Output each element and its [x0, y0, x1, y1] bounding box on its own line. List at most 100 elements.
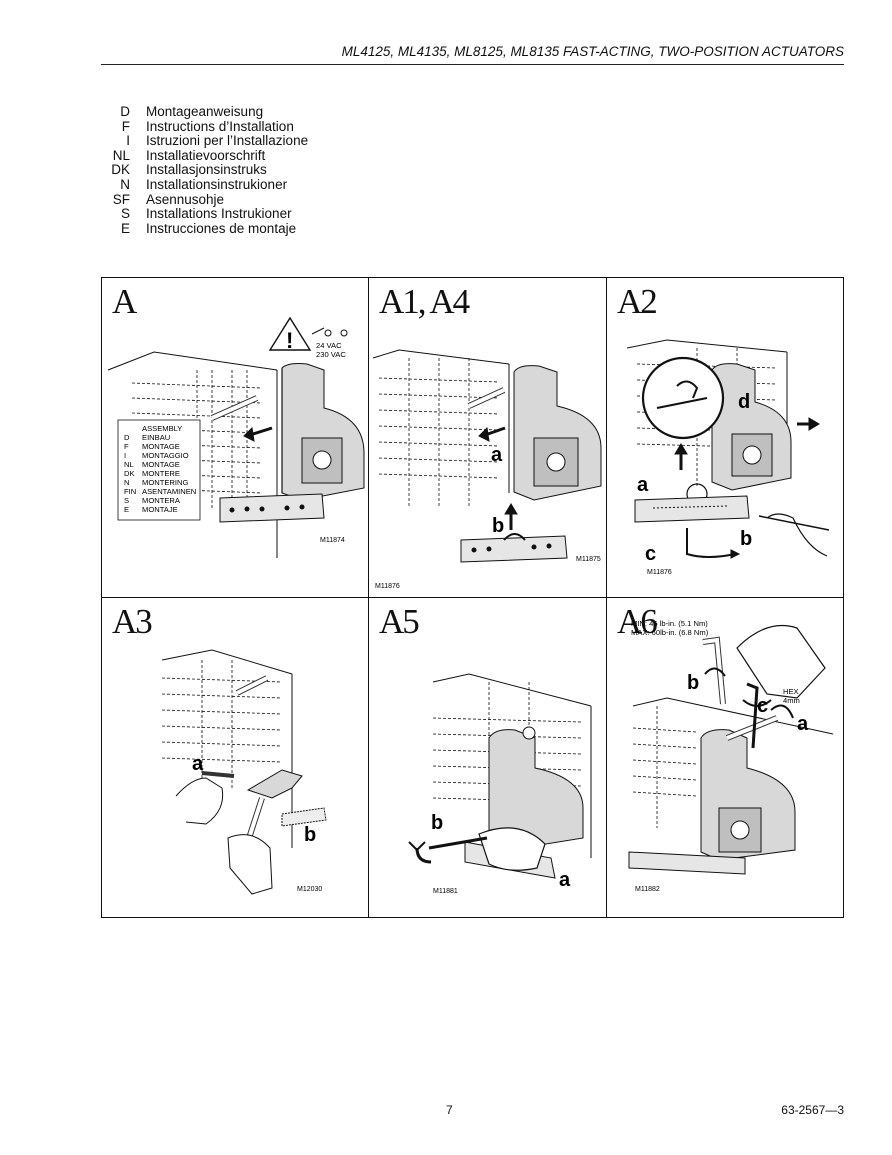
- panel-a6-illustration: MIN: 45 lb-in. (5.1 Nm) MAX: 60lb-in. (6…: [628, 619, 834, 893]
- language-text: Instructions d’Installation: [146, 118, 294, 134]
- language-text: Istruzioni per l’Installazione: [146, 133, 309, 149]
- language-row: N Installationsinstrukioner: [104, 176, 308, 193]
- language-row: E Instrucciones de montaje: [104, 220, 308, 237]
- panel-a2-illustration: d a b c M11876: [626, 339, 830, 576]
- assembly-code: F: [124, 442, 129, 451]
- figure-code: M11881: [433, 888, 458, 895]
- language-row: SF Asennusohje: [104, 191, 308, 208]
- figure-code: M11882: [635, 886, 660, 893]
- assembly-code: S: [124, 496, 129, 505]
- grid-divider: [102, 597, 843, 599]
- panel-a3-illustration: a b M12030: [161, 649, 327, 895]
- assembly-text: MONTAGE: [142, 442, 180, 451]
- assembly-text: MONTERE: [142, 469, 180, 478]
- voltage-label: 24 VAC: [316, 341, 342, 350]
- assembly-text: MONTAGGIO: [142, 451, 189, 460]
- panel-title: A1, A4: [379, 282, 470, 321]
- language-text: Instrucciones de montaje: [146, 220, 297, 236]
- language-row: D Montageanweisung: [104, 104, 308, 120]
- figure-code: M11875: [576, 556, 601, 563]
- panel-title: A2: [617, 282, 658, 321]
- language-row: NL Installatievoorschrift: [104, 147, 308, 164]
- language-text: Installatievoorschrift: [146, 147, 266, 163]
- language-code: E: [120, 220, 130, 236]
- warning-symbol: !: [286, 328, 293, 353]
- panel-a6: A6: [607, 598, 843, 917]
- step-label-b: b: [492, 515, 504, 537]
- step-label-b: b: [431, 812, 443, 834]
- assembly-code: I: [124, 451, 126, 460]
- panel-title: A3: [112, 602, 153, 641]
- assembly-code: NL: [124, 460, 134, 469]
- language-code: D: [120, 104, 130, 119]
- language-row: DK Installasjonsinstruks: [104, 163, 308, 178]
- step-label-b: b: [304, 824, 316, 846]
- step-label-c: c: [645, 543, 656, 565]
- assembly-text: MONTERING: [142, 478, 188, 487]
- header-rule: [101, 64, 844, 65]
- hex-size-label: 4mm: [783, 696, 800, 705]
- torque-max-label: MAX: 60lb-in. (6.8 Nm): [631, 628, 709, 637]
- assembly-text: MONTAJE: [142, 505, 178, 514]
- panel-a3: A3 a b: [102, 598, 368, 917]
- panel-a-illustration: ! 24 VAC 230 VAC ASSEMBLY D EINBAU F MONTA…: [107, 316, 365, 558]
- assembly-code: DK: [124, 469, 135, 478]
- step-label-a: a: [491, 444, 503, 466]
- assembly-text: ASENTAMINEN: [142, 487, 196, 496]
- torque-min-label: MIN: 45 lb-in. (5.1 Nm): [631, 619, 708, 628]
- language-code: NL: [112, 147, 130, 163]
- language-code: SF: [112, 191, 130, 207]
- assembly-legend-box: [117, 419, 201, 521]
- assembly-code: D: [124, 433, 130, 442]
- assembly-text: MONTAGE: [142, 460, 180, 469]
- step-label-d: d: [738, 391, 750, 413]
- page-number: 7: [446, 1103, 453, 1117]
- panel-a5-illustration: b a M11881: [408, 673, 592, 895]
- language-code: DK: [111, 162, 130, 178]
- language-text: Asennusohje: [146, 191, 225, 207]
- voltage-label: 230 VAC: [316, 350, 346, 359]
- step-label-b: b: [687, 672, 699, 694]
- language-row: I Istruzioni per l’Installazione: [104, 134, 308, 149]
- language-text: Montageanweisung: [146, 104, 264, 119]
- figure-code: M11876: [375, 583, 400, 590]
- panel-a5: A5 b a M11881: [369, 598, 606, 917]
- page-header: ML4125, ML4135, ML8125, ML8135 FAST-ACTI…: [341, 44, 844, 59]
- assembly-text: ASSEMBLY: [142, 424, 182, 433]
- step-label-a: a: [192, 753, 204, 775]
- step-label-c: c: [757, 695, 768, 717]
- panel-a1-a4: A1, A4: [369, 278, 606, 597]
- language-row: F Instructions d’Installation: [104, 118, 308, 135]
- figure-code: M12030: [297, 886, 322, 893]
- assembly-text: EINBAU: [142, 433, 170, 442]
- language-list: D Montageanweisung F Instructions d’Instal…: [104, 104, 308, 237]
- assembly-code: N: [124, 478, 129, 487]
- language-code: N: [120, 176, 130, 192]
- step-label-a: a: [637, 474, 649, 496]
- instruction-figure-grid: A: [101, 277, 844, 918]
- assembly-text: MONTERA: [142, 496, 181, 505]
- hex-label: HEX: [783, 687, 799, 696]
- language-text: Installasjonsinstruks: [146, 162, 267, 178]
- panel-title: A6: [617, 602, 658, 641]
- step-label-a: a: [797, 713, 809, 735]
- assembly-code: E: [124, 505, 129, 514]
- step-label-a: a: [559, 869, 571, 891]
- language-code: S: [120, 206, 130, 222]
- figure-code: M11874: [320, 537, 345, 544]
- panel-a1-illustration: a b M11875 M11876: [372, 349, 602, 590]
- language-text: Installations Instrukioner: [146, 206, 292, 222]
- language-text: Installationsinstrukioner: [146, 176, 288, 192]
- figure-code: M11876: [647, 569, 672, 576]
- step-label-b: b: [740, 528, 752, 550]
- panel-title: A5: [379, 602, 420, 641]
- panel-a2: A2: [607, 278, 843, 597]
- language-code: I: [126, 133, 130, 149]
- panel-title: A: [112, 282, 137, 321]
- assembly-legend: ASSEMBLY D EINBAU F MONTAGE I MONTAGGIO NL M…: [124, 424, 196, 514]
- document-number: 63-2567—3: [781, 1103, 844, 1117]
- panel-a: A: [102, 278, 368, 597]
- language-row: S Installations Instrukioner: [104, 207, 308, 222]
- language-code: F: [121, 118, 130, 134]
- assembly-code: FIN: [124, 487, 136, 496]
